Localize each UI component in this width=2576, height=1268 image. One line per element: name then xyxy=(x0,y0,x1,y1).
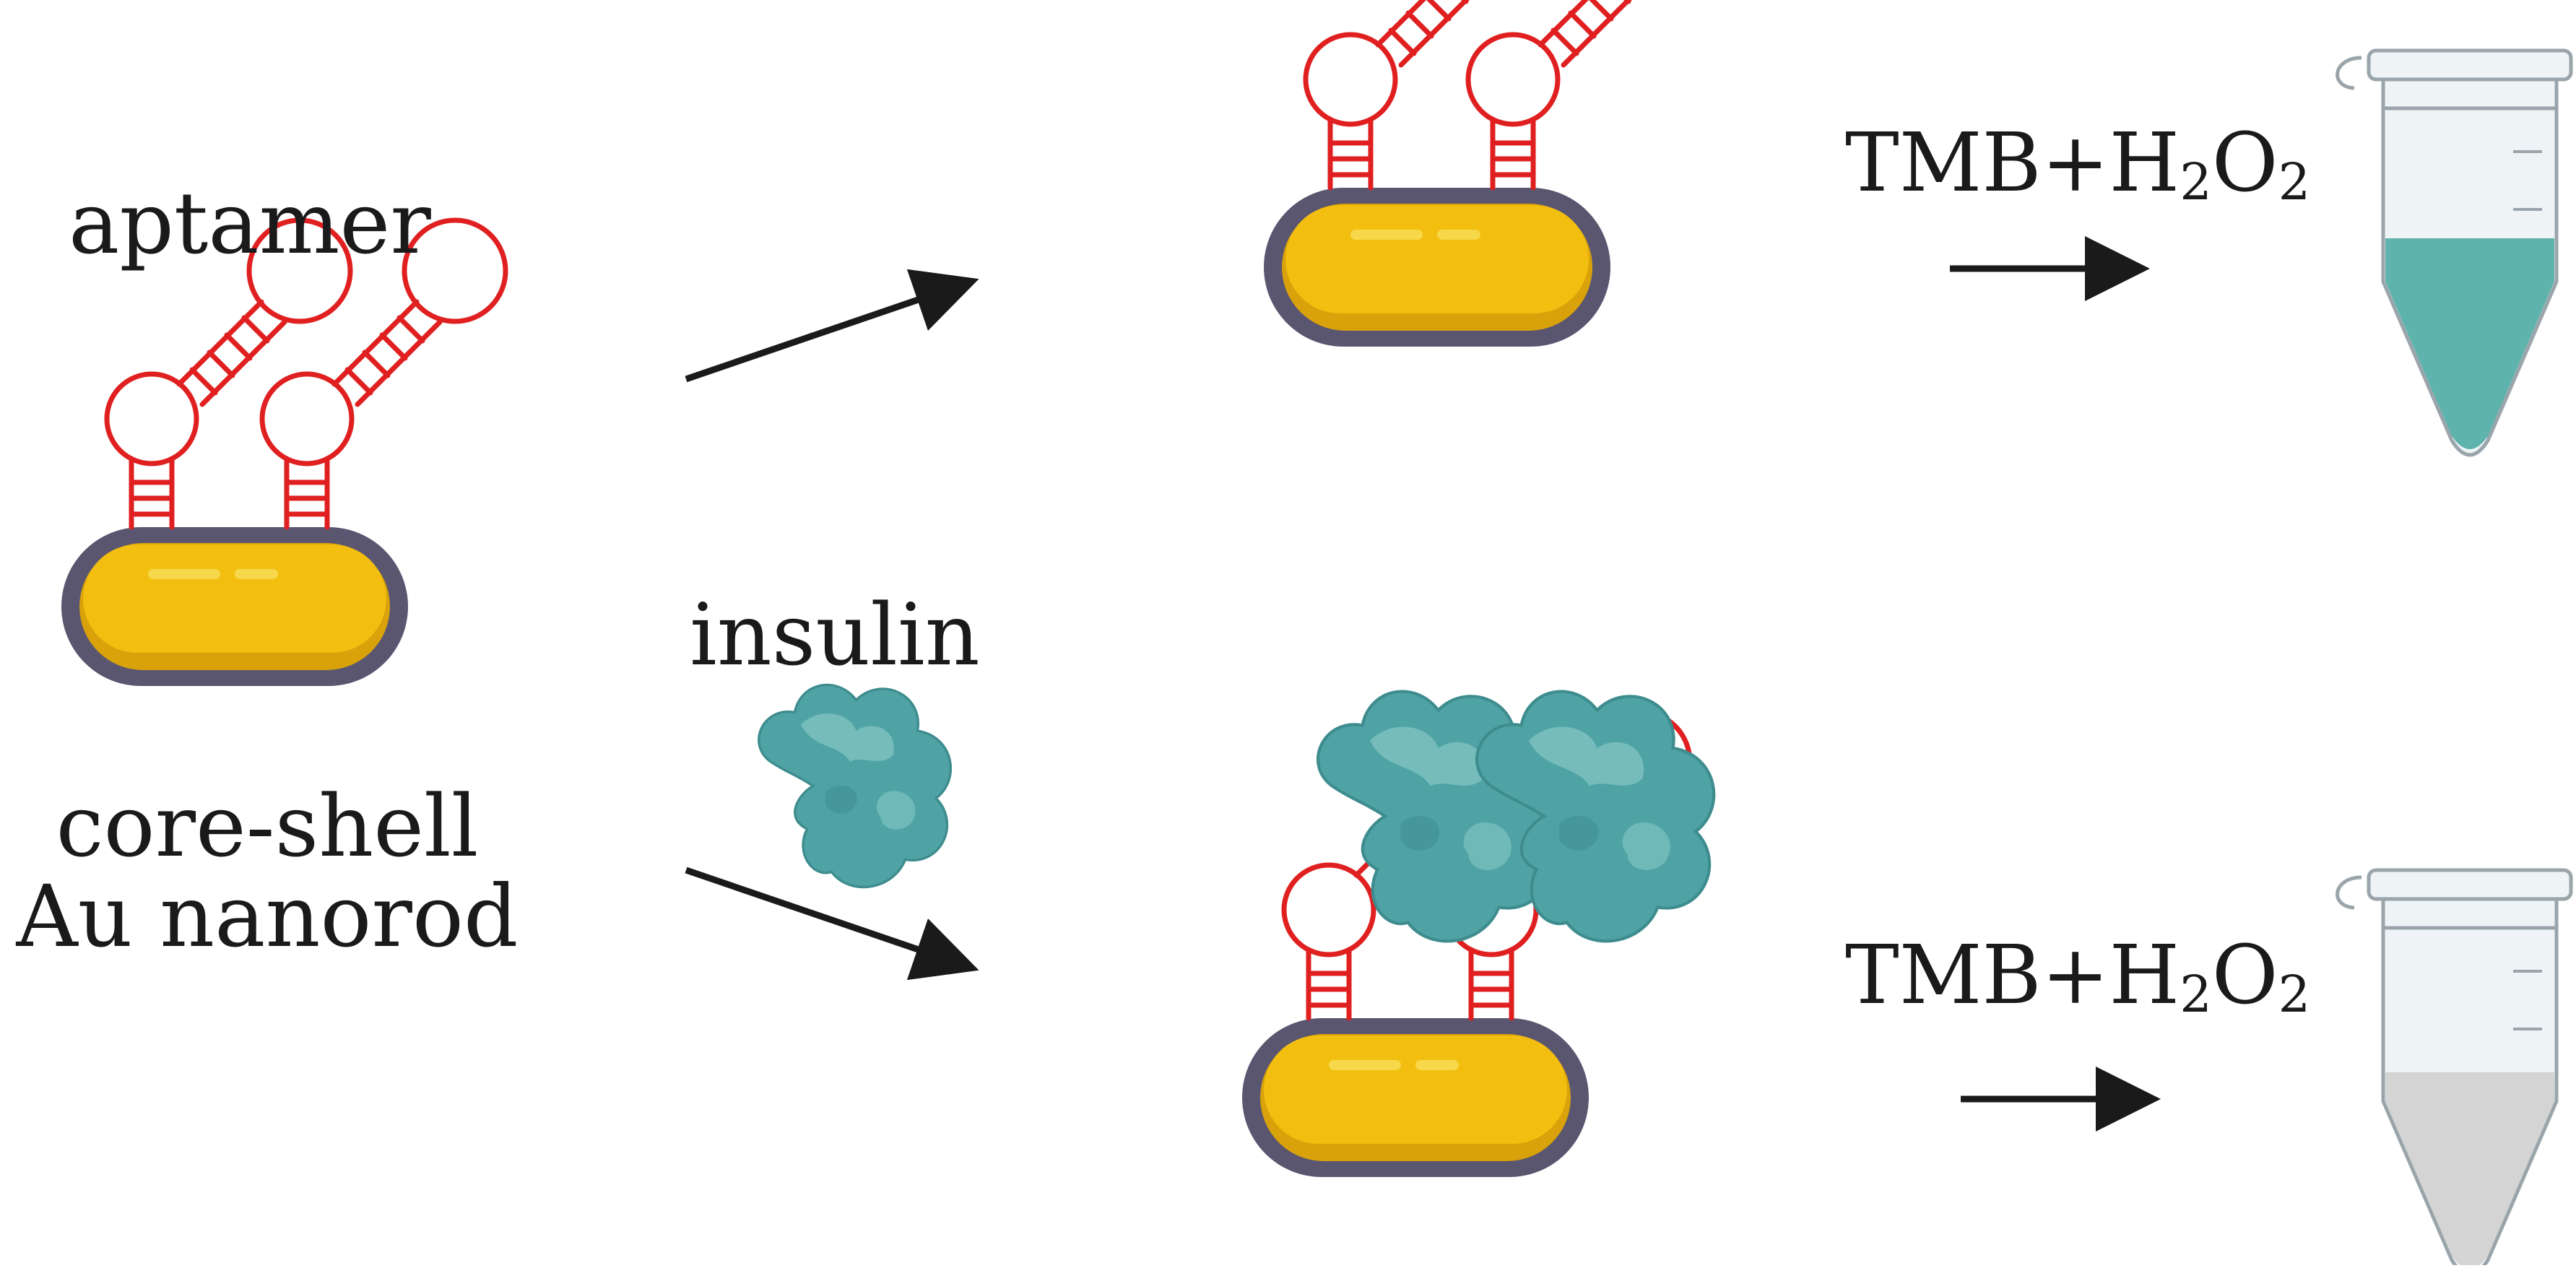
label-core-shell: core-shell xyxy=(56,776,479,876)
label-insulin: insulin xyxy=(690,585,980,685)
reagent-label-lower: TMB+H2O2 xyxy=(1845,929,2311,1024)
reagent-label-upper: TMB+H2O2 xyxy=(1845,116,2311,212)
nanorod-lower xyxy=(1242,1018,1589,1177)
nanorod-left xyxy=(61,527,408,686)
insulin-molecule xyxy=(758,683,953,889)
label-aptamer: aptamer xyxy=(69,173,431,273)
tube-lower xyxy=(2338,870,2571,1268)
tube-upper xyxy=(2338,51,2571,455)
arrow-lower-branch xyxy=(685,867,979,981)
nanorod-upper xyxy=(1264,188,1610,347)
label-au-nanorod: Au nanorod xyxy=(16,867,519,966)
aptamer-upper-2 xyxy=(1468,0,1712,188)
arrow-upper-branch xyxy=(685,269,979,383)
